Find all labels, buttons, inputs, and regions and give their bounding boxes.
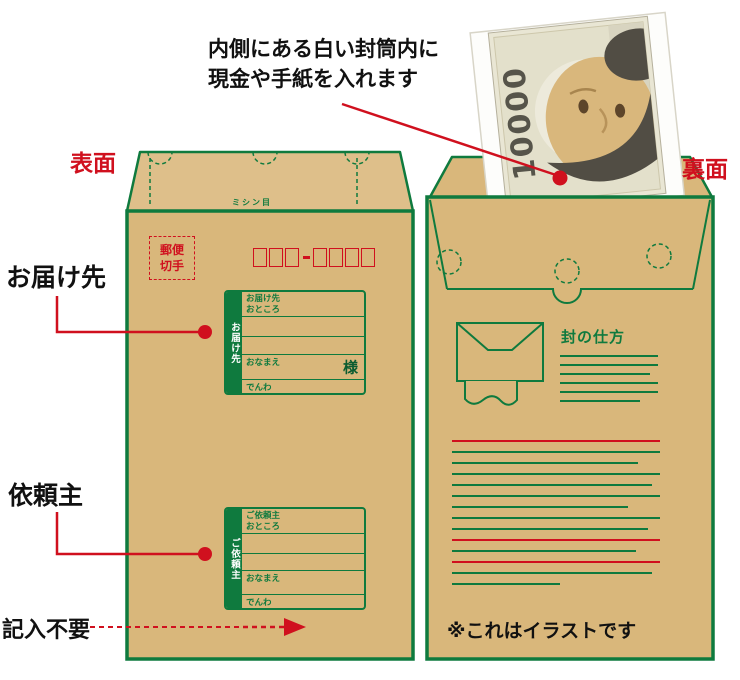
- postal-code-box: [253, 248, 267, 267]
- postal-code-box: [329, 248, 343, 267]
- annotation-line1: 内側にある白い封筒内に: [208, 37, 439, 61]
- sender-callout-label: 依頼主: [8, 481, 84, 510]
- postal-code-dash: [303, 256, 310, 259]
- sender-addr2: おところ: [246, 522, 281, 533]
- no-entry-label: 記入不要: [2, 618, 91, 643]
- back-envelope-body: [425, 195, 715, 661]
- postal-code-box: [345, 248, 359, 267]
- recipient-addr1: お届け先: [246, 294, 281, 304]
- sealing-diagram: [456, 322, 658, 406]
- seal-spot-left: [436, 249, 462, 275]
- postal-code-boxes: [253, 248, 377, 267]
- postal-code-box: [269, 248, 283, 267]
- sender-name-label: おなまえ: [246, 574, 281, 584]
- recipient-name-row: おなまえ 様: [242, 354, 364, 379]
- sender-address-line1: [242, 533, 364, 553]
- sender-side-label: ご依頼主: [226, 509, 242, 608]
- seal-instructions-title: 封の仕方: [561, 328, 626, 346]
- recipient-phone-label: でんわ: [246, 383, 272, 393]
- annotation-callout-line: [341, 102, 557, 177]
- recipient-callout-line: [55, 296, 201, 334]
- recipient-callout-label: お届け先: [6, 263, 107, 292]
- back-side-label: 裏面: [682, 157, 728, 183]
- sender-address-line2: [242, 553, 364, 570]
- sender-callout-line: [55, 512, 201, 556]
- callout-lines: [55, 102, 568, 628]
- back-flap-fold-lines: [429, 199, 711, 304]
- sender-phone-row: でんわ: [242, 594, 364, 608]
- inner-white-envelope: 10000: [469, 11, 686, 217]
- sender-address-box: ご依頼主 ご依頼主 おところ おなまえ でんわ: [224, 507, 366, 610]
- sender-phone-label: でんわ: [246, 598, 272, 608]
- recipient-honorific: 様: [342, 358, 358, 377]
- recipient-phone-row: でんわ: [242, 379, 364, 393]
- tear-line-label: ミシン目: [232, 198, 272, 207]
- recipient-addr2: おところ: [246, 305, 281, 316]
- stamp-label-line2: 切手: [159, 259, 184, 273]
- annotation-text: 内側にある白い封筒内に 現金や手紙を入れます: [208, 34, 439, 95]
- recipient-address-line2: [242, 336, 364, 354]
- back-text-lines: [452, 440, 660, 585]
- seal-spot-right: [646, 243, 672, 269]
- recipient-head: お届け先 おところ: [242, 292, 364, 316]
- recipient-name-label: おなまえ: [246, 358, 281, 368]
- postal-code-box: [285, 248, 299, 267]
- illustration-disclaimer: ※これはイラストです: [447, 620, 637, 642]
- recipient-fields: お届け先 おところ おなまえ 様 でんわ: [242, 292, 364, 393]
- postal-code-box: [361, 248, 375, 267]
- annotation-line2: 現金や手紙を入れます: [208, 67, 418, 92]
- sender-addr1: ご依頼主: [246, 511, 281, 521]
- open-direction-arrow: [243, 618, 306, 636]
- recipient-callout-dot: [198, 325, 212, 339]
- front-flap-notches: [147, 151, 370, 205]
- recipient-address-box: お届け先 お届け先 おところ おなまえ 様 でんわ: [224, 290, 366, 395]
- postage-stamp-box: 郵便 切手: [149, 236, 195, 280]
- sender-fields: ご依頼主 おところ おなまえ でんわ: [242, 509, 364, 608]
- recipient-address-line1: [242, 316, 364, 336]
- sender-head: ご依頼主 おところ: [242, 509, 364, 533]
- postal-code-box: [313, 248, 327, 267]
- banknote: 10000: [487, 15, 667, 211]
- stamp-label-line1: 郵便: [159, 242, 184, 257]
- sender-name-row: おなまえ: [242, 570, 364, 594]
- banknote-portrait: [545, 21, 661, 182]
- seal-spot-center: [554, 258, 580, 284]
- recipient-side-label: お届け先: [226, 292, 242, 393]
- annotation-callout-dot: [552, 170, 568, 186]
- sender-callout-dot: [198, 547, 212, 561]
- front-side-label: 表面: [70, 151, 116, 177]
